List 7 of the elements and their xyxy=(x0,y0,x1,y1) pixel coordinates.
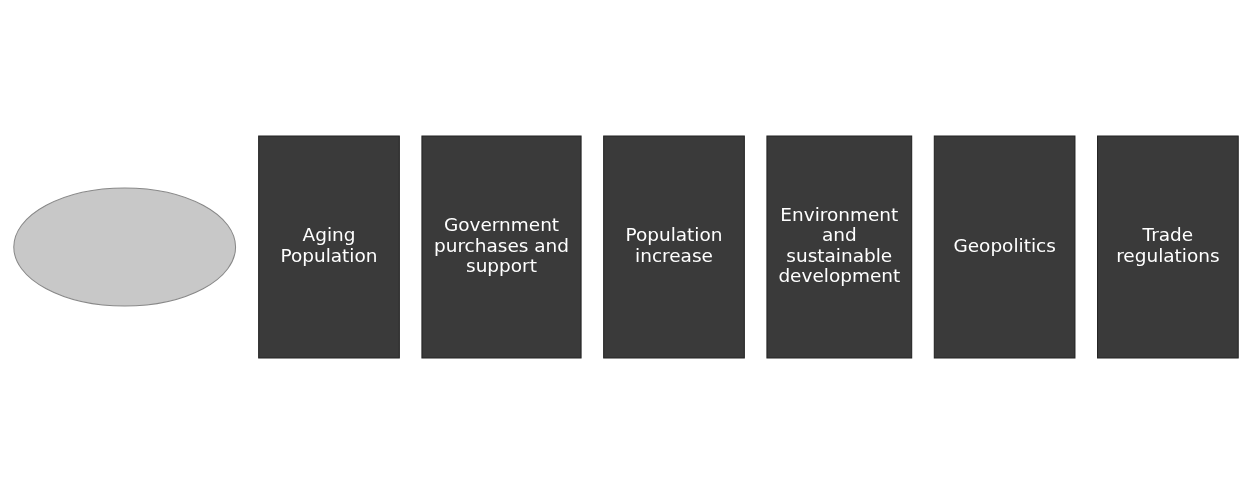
node-box: Environment and sustainable development xyxy=(766,135,913,359)
node-ellipse xyxy=(13,187,237,307)
node-box: Aging Population xyxy=(258,135,400,359)
node-box: Population increase xyxy=(603,135,745,359)
node-box: Trade regulations xyxy=(1097,135,1239,359)
node-box: Geopolitics xyxy=(933,135,1076,359)
node-box: Government purchases and support xyxy=(421,135,582,359)
